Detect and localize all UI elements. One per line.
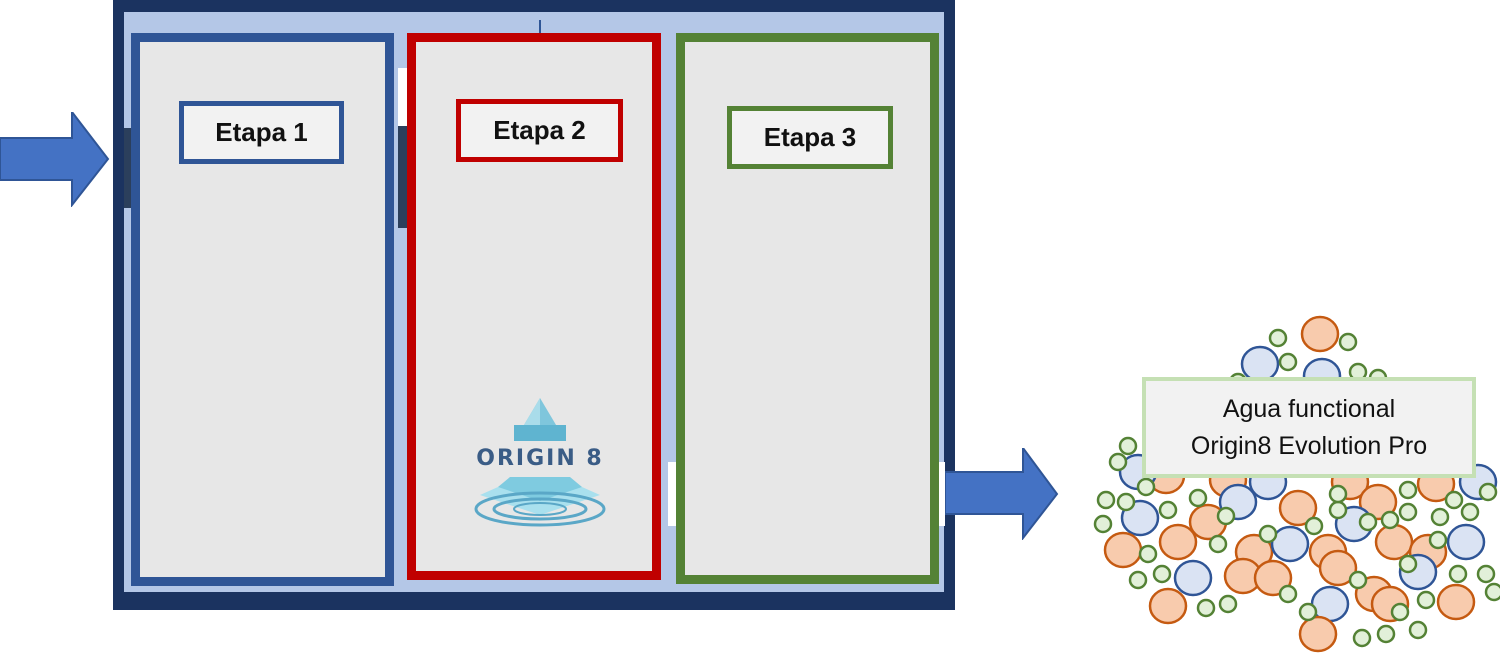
orange-particle <box>1358 483 1398 521</box>
green-particle <box>1268 328 1288 348</box>
green-particle <box>1278 584 1298 604</box>
stage-3-label: Etapa 3 <box>727 106 893 169</box>
green-particle <box>1358 512 1378 532</box>
green-particle <box>1476 564 1496 584</box>
green-particle <box>1398 554 1418 574</box>
green-particle <box>1304 516 1324 536</box>
green-particle <box>1352 628 1372 648</box>
green-particle <box>1118 436 1138 456</box>
blue-particle <box>1240 345 1280 383</box>
green-particle <box>1328 500 1348 520</box>
green-particle <box>1398 480 1418 500</box>
blue-particle <box>1446 523 1486 561</box>
green-particle <box>1188 488 1208 508</box>
green-particle <box>1278 352 1298 372</box>
orange-particle <box>1298 615 1338 653</box>
green-particle <box>1136 477 1156 497</box>
tank-outlet <box>936 462 945 526</box>
green-particle <box>1444 490 1464 510</box>
green-particle <box>1416 590 1436 610</box>
output-line-2: Origin8 Evolution Pro <box>1190 431 1428 460</box>
orange-particle <box>1374 523 1414 561</box>
green-particle <box>1430 507 1450 527</box>
green-particle <box>1138 544 1158 564</box>
green-particle <box>1096 490 1116 510</box>
green-particle <box>1218 594 1238 614</box>
green-particle <box>1338 332 1358 352</box>
pyramid-logo-icon <box>474 398 606 527</box>
green-particle <box>1116 492 1136 512</box>
orange-particle <box>1278 489 1318 527</box>
green-particle <box>1478 482 1498 502</box>
green-particle <box>1376 624 1396 644</box>
green-particle <box>1158 500 1178 520</box>
output-line-1: Agua functional <box>1222 395 1396 424</box>
stage-2-label: Etapa 2 <box>456 99 623 162</box>
green-particle <box>1216 506 1236 526</box>
green-particle <box>1380 510 1400 530</box>
stage-1-label: Etapa 1 <box>179 101 344 164</box>
green-particle <box>1448 564 1468 584</box>
orange-particle <box>1436 583 1476 621</box>
green-particle <box>1108 452 1128 472</box>
input-arrow-icon <box>0 112 110 207</box>
blue-particle <box>1173 559 1213 597</box>
green-particle <box>1258 524 1278 544</box>
green-particle <box>1196 598 1216 618</box>
tank-inlet <box>124 128 132 208</box>
green-particle <box>1348 570 1368 590</box>
logo-text: ORIGIN 8 <box>476 446 604 471</box>
orange-particle <box>1103 531 1143 569</box>
green-particle <box>1208 534 1228 554</box>
green-particle <box>1428 530 1448 550</box>
green-particle <box>1398 502 1418 522</box>
green-particle <box>1408 620 1428 640</box>
orange-particle <box>1158 523 1198 561</box>
stage-3-panel <box>676 33 939 584</box>
green-particle <box>1128 570 1148 590</box>
green-particle <box>1152 564 1172 584</box>
orange-particle <box>1318 549 1358 587</box>
orange-particle <box>1253 559 1293 597</box>
water-particles-cluster <box>1093 315 1500 653</box>
output-label-box: Agua functional Origin8 Evolution Pro <box>1142 377 1476 478</box>
green-particle <box>1298 602 1318 622</box>
blue-particle <box>1270 525 1310 563</box>
orange-particle <box>1300 315 1340 353</box>
green-particle <box>1093 514 1113 534</box>
green-particle <box>1328 484 1348 504</box>
output-arrow-icon <box>945 448 1059 540</box>
connector-gap <box>668 462 678 526</box>
green-particle <box>1460 502 1480 522</box>
green-particle <box>1484 582 1500 602</box>
orange-particle <box>1148 587 1188 625</box>
connector-gap <box>398 68 407 126</box>
stage-connector-1-2 <box>398 68 408 228</box>
green-particle <box>1390 602 1410 622</box>
tick-mark <box>539 20 541 34</box>
